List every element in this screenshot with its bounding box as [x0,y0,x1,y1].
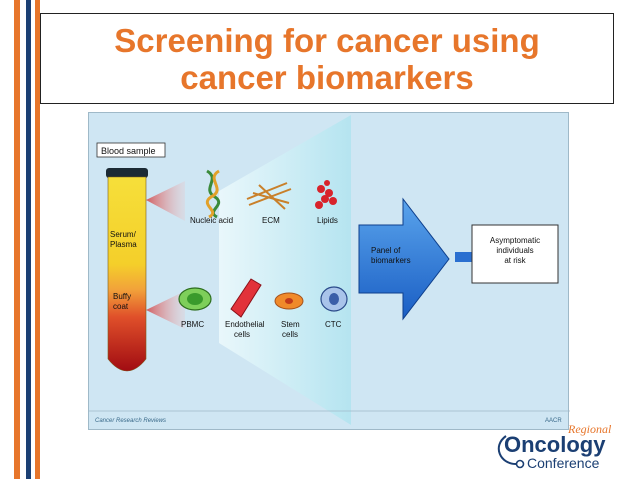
title-box: Screening for cancer using cancer biomar… [40,13,614,104]
label-pbmc: PBMC [181,320,204,329]
ecm-icon [246,182,292,210]
label-endothelial: Endothelial [225,320,265,329]
target-line-1: Asymptomatic [490,236,540,245]
target-box [471,224,559,284]
target-line-3: at risk [504,256,526,265]
label-lipids: Lipids [317,216,338,225]
biomarker-diagram: Blood sample Serum/ Plasma Buffy coat Nu… [89,115,570,425]
endothelial-cell-icon [230,278,262,318]
label-stem: Stem [281,320,300,329]
accent-stripe-orange-2 [35,0,40,479]
label-stem-cells: cells [282,330,298,339]
accent-stripe-navy [26,0,31,479]
fan-top [146,181,185,221]
slide-title-line-1: Screening for cancer using [114,21,540,59]
slide-title-line-2: cancer biomarkers [180,58,474,96]
ctc-icon [320,286,348,312]
stem-cell-icon [274,292,304,310]
lipids-icon [315,180,337,209]
logo-conference: Conference [527,455,600,471]
footer-journal: Cancer Research Reviews [95,418,166,424]
serum-label-1: Serum/ [110,230,137,239]
target-line-2: individuals [496,246,533,255]
buffy-label-1: Buffy [113,292,131,301]
label-ctc: CTC [325,320,342,329]
logo-oncology: Oncology [504,432,606,457]
blood-sample-box [96,142,166,158]
serum-label-2: Plasma [110,240,137,249]
nucleic-acid-icon [205,169,221,219]
logo-regional: Regional [567,422,612,436]
fan-bottom [146,291,185,329]
panel-arrow [358,197,450,321]
footer-aacr: AACR [545,418,562,424]
pbmc-icon [178,287,212,311]
tube-cap [106,168,148,178]
label-ecm: ECM [262,216,280,225]
blood-tube [107,176,147,372]
panel-label-2: biomarkers [371,256,411,265]
accent-stripe-orange [14,0,20,479]
panel-label-1: Panel of [371,246,401,255]
biomarker-figure: Blood sample Serum/ Plasma Buffy coat Nu… [88,112,570,430]
label-endothelial-cells: cells [234,330,250,339]
expansion-cone [219,115,351,425]
stethoscope-icon [515,459,525,469]
oncology-conference-logo: Regional Oncology Conference [497,422,612,471]
label-nucleic-acid: Nucleic acid [190,216,233,225]
buffy-label-2: coat [113,302,129,311]
blood-sample-label: Blood sample [101,146,156,156]
